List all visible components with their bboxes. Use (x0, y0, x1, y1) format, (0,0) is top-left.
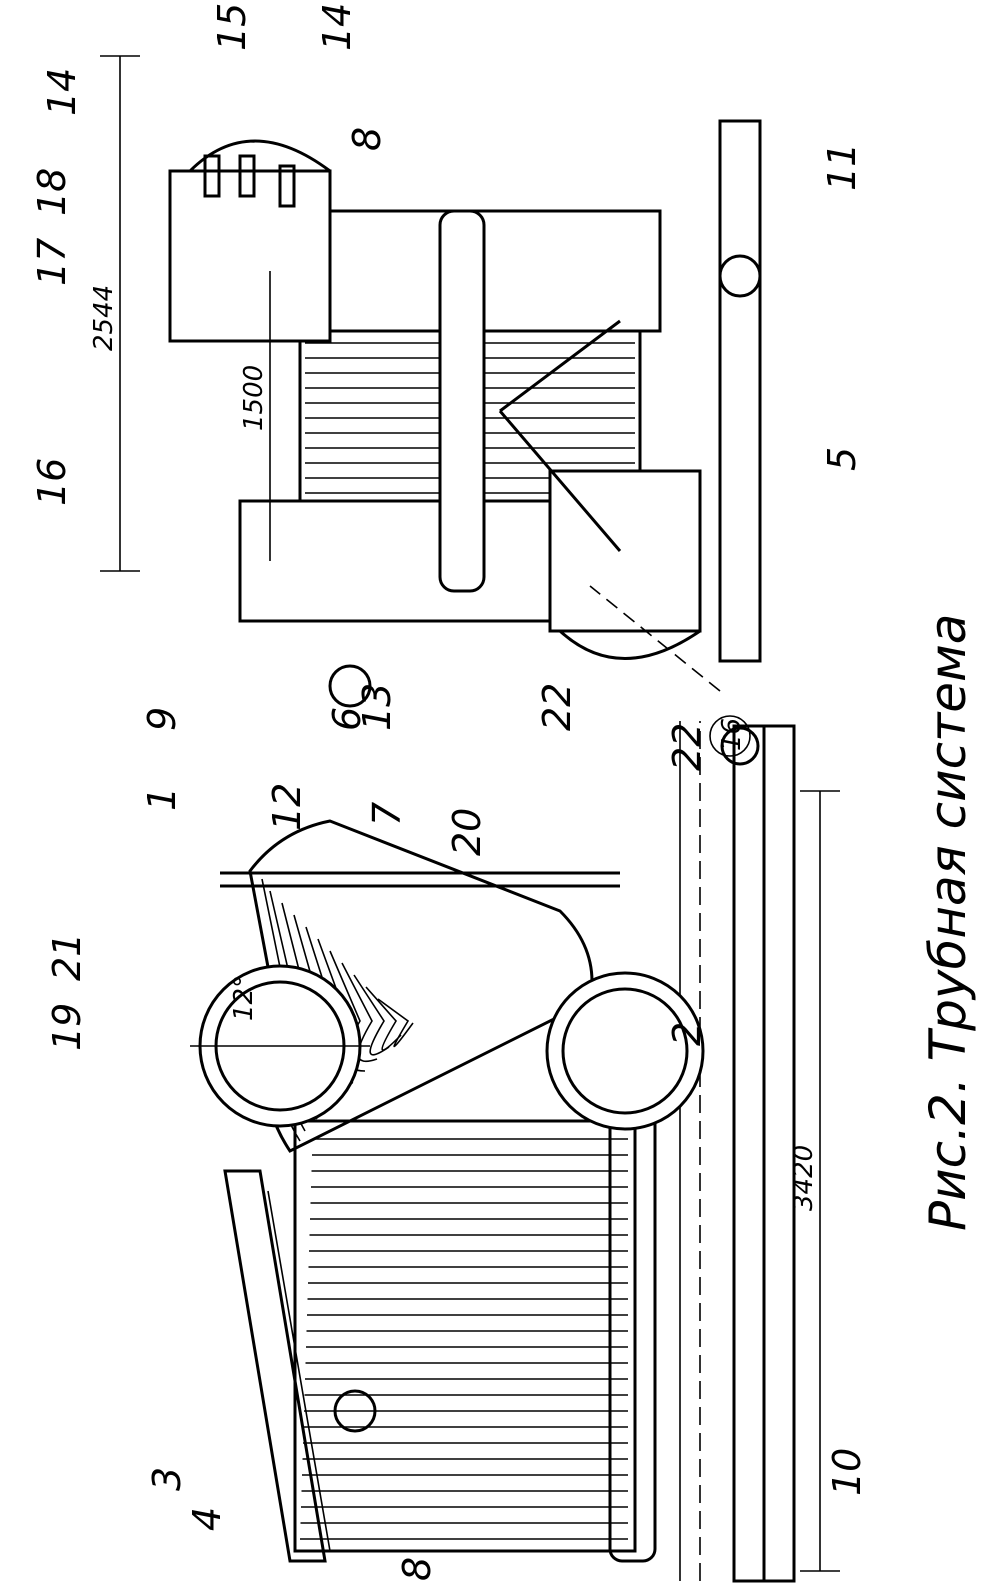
inspection-port (328, 664, 372, 708)
sloped-pipe (267, 1190, 331, 1552)
dim-3420-text: 3420 (789, 1145, 819, 1211)
sloped-collector (223, 1169, 327, 1563)
figure-caption: Рис.2. Трубная система (919, 614, 977, 1231)
callout-16: 16 (30, 458, 74, 506)
downcomer-pipe (220, 871, 620, 888)
dim-2544-text: 2544 (89, 285, 119, 351)
central-collector (438, 209, 486, 593)
base-frame-rail-lower (762, 724, 796, 1583)
callout-11: 11 (820, 143, 864, 191)
angle-text: 12° (229, 975, 259, 1021)
callout-22: 22 (665, 723, 709, 771)
callout-9: 9 (140, 707, 184, 731)
valve-15 (278, 164, 296, 208)
support-5 (720, 726, 760, 766)
tube-joint-8 (333, 1389, 377, 1433)
callout-10: 10 (825, 1448, 869, 1496)
callout-8a: 8 (395, 1557, 439, 1581)
screen-tube (353, 974, 390, 1056)
tube-bundle-convective (293, 1119, 637, 1553)
callout-20: 20 (445, 808, 489, 856)
callout-17: 17 (30, 238, 74, 286)
callout-13: 13 (355, 683, 399, 731)
page-mark-circle (709, 715, 751, 757)
callout-2: 2 (665, 1022, 709, 1046)
dim-1500-text: 1500 (239, 365, 269, 431)
screen-tube (377, 998, 414, 1048)
safety-valves (203, 154, 296, 208)
front-view (168, 119, 762, 766)
callout-5: 5 (820, 447, 864, 471)
upper-drum-front (168, 169, 332, 343)
callout-18: 18 (30, 168, 74, 216)
drum-head-bottom (558, 629, 701, 660)
callout-19: 19 (45, 1003, 89, 1051)
dimensions (100, 55, 840, 1572)
page-mark: 16 (717, 718, 747, 751)
callout-6: 6 (325, 707, 369, 731)
diagonal-braces (498, 319, 622, 552)
support-11 (718, 254, 762, 298)
callout-7: 7 (365, 802, 409, 826)
callout-3: 3 (145, 1467, 189, 1491)
screen-tube (365, 986, 402, 1051)
side-view (190, 664, 796, 1583)
callout-14a: 14 (40, 68, 84, 116)
lower-drum-inner (561, 987, 689, 1115)
callout-4: 4 (185, 1507, 229, 1531)
crossed-line (589, 585, 721, 692)
callout-1: 1 (140, 787, 184, 811)
valve-14b (238, 154, 256, 198)
callout-8b: 8 (345, 127, 389, 151)
crossed-mark-22: 22 (535, 683, 579, 731)
front-base-frame (718, 119, 762, 663)
callout-21: 21 (45, 933, 89, 981)
lower-drum (545, 971, 705, 1131)
callout-14b: 14 (315, 3, 359, 51)
side-tubes (300, 1138, 628, 1540)
valve-14a (203, 154, 221, 198)
base-frame-rail-upper (732, 724, 766, 1583)
callout-12: 12 (265, 783, 309, 831)
callout-15: 15 (210, 3, 254, 51)
